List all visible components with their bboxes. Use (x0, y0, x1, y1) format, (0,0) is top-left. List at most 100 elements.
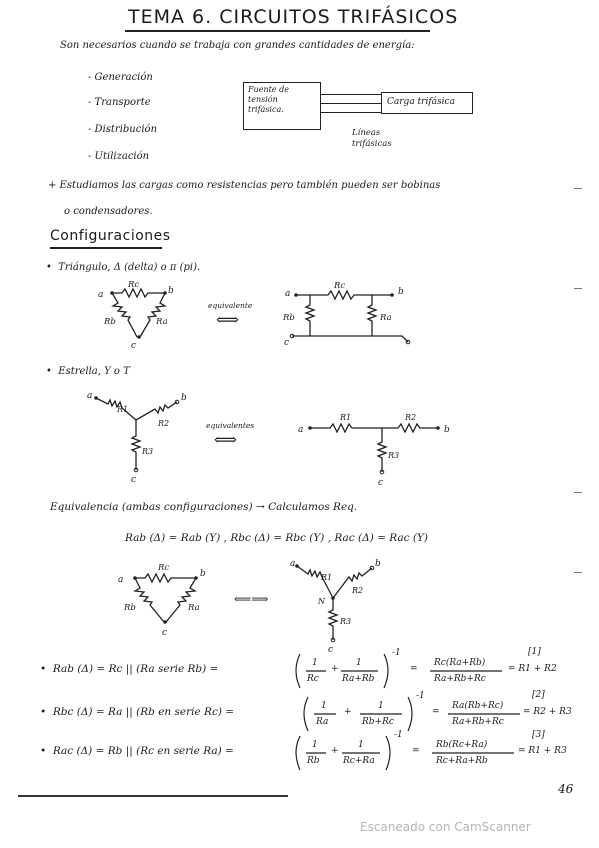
formula-3-eq: = (412, 746, 420, 756)
node-dot (330, 637, 336, 643)
node-dot (379, 469, 385, 475)
node-dot (163, 291, 167, 295)
node-dot (94, 396, 98, 400)
resistor-rb: Rb (103, 317, 116, 327)
equiv-star (296, 565, 373, 640)
equivalent-arrow-2: ⟺ (214, 430, 237, 449)
y-resistor-r3: R3 (141, 447, 153, 456)
formula-1-num: Rc(Ra+Rb) (434, 658, 486, 668)
scan-tick (574, 572, 582, 573)
formula-2-num: Ra(Rb+Rc) (452, 701, 504, 711)
formula-1-t2-den: Ra+Rb (342, 674, 375, 684)
load-box: Carga trifásica (381, 92, 473, 114)
formula-2-rhs: = R2 + R3 (523, 707, 572, 717)
eq-resistor-rb: Rb (123, 603, 136, 613)
note-line-1: + Estudiamos las cargas como resistencia… (48, 180, 441, 191)
pi-node-c: c (284, 338, 289, 348)
use-item: - Distribución (88, 124, 158, 135)
t-node-c: c (378, 478, 383, 488)
formula-1-tag: [1] (528, 647, 541, 657)
eq-node-b: b (200, 569, 206, 579)
formula-1-t1-num: 1 (312, 658, 318, 668)
formula-3-den: Rc+Ra+Rb (436, 756, 488, 766)
node-b: b (168, 286, 174, 296)
resistor-ra: Ra (155, 317, 168, 327)
formula-1-plus: + (331, 664, 339, 674)
equivalence-relations: Rab (Δ) = Rab (Y) , Rbc (Δ) = Rbc (Y) , … (125, 532, 429, 544)
line-wire (321, 103, 381, 105)
star-y (95, 397, 178, 470)
eq-resistor-rc: Rc (157, 563, 169, 573)
node-c: c (131, 341, 136, 351)
equivalence-arrow: ⟸⟹ (234, 592, 268, 606)
formula-3-tag: [3] (532, 730, 545, 740)
line-wire (321, 112, 381, 114)
t-network (310, 422, 438, 472)
node-dot (133, 467, 139, 473)
y-node-c: c (131, 475, 136, 485)
formula-2-t2-num: 1 (378, 701, 384, 711)
node-dot (405, 339, 411, 345)
scan-tick (574, 288, 582, 289)
formula-3-exp: -1 (394, 730, 403, 740)
y-node-a: a (87, 391, 92, 401)
t-resistor-r1: R1 (339, 413, 351, 422)
bullet-dot: • (40, 663, 53, 675)
node-a: a (98, 290, 103, 300)
formula-2-plus: + (344, 707, 352, 717)
bullet-dot: • (46, 262, 59, 273)
eq-y-node-c: c (328, 645, 333, 655)
formula-2-lhs: • Rbc (Δ) = Ra || (Rb en serie Rc) = (40, 706, 235, 718)
section-heading: Configuraciones (50, 228, 171, 244)
eq-y-node-n: N (317, 597, 326, 606)
lines-label: Líneas trifásicas (352, 128, 392, 149)
formula-2-exp: -1 (416, 691, 425, 701)
formula-3-t2-num: 1 (358, 740, 364, 750)
pi-node-a: a (285, 289, 290, 299)
formula-1-lhs: • Rab (Δ) = Rc || (Ra serie Rb) = (40, 663, 219, 675)
formula-1-t1-den: Rc (307, 674, 319, 684)
scanner-watermark: Escaneado con CamScanner (360, 820, 531, 834)
node-dot (369, 565, 375, 571)
bullet-dot: • (46, 366, 59, 377)
pi-network (292, 289, 409, 343)
eq-y-resistor-r1: R1 (320, 573, 332, 582)
formula-2-t1-num: 1 (321, 701, 327, 711)
section-underline (50, 247, 162, 249)
formula-3-rhs: = R1 + R3 (518, 746, 567, 756)
node-dot (110, 291, 114, 295)
node-dot (436, 426, 440, 430)
eq-node-a: a (118, 575, 123, 585)
intro-text: Son necesarios cuando se trabaja con gra… (60, 40, 415, 51)
use-item: - Generación (88, 72, 153, 83)
y-resistor-r2: R2 (157, 419, 169, 428)
node-dot (295, 564, 299, 568)
formula-marks (295, 653, 520, 771)
formula-3-plus: + (331, 746, 339, 756)
title-underline (125, 30, 430, 32)
formula-1-rhs: = R1 + R2 (508, 664, 557, 674)
pi-resistor-rc: Rc (333, 281, 345, 291)
eq-y-resistor-r3: R3 (339, 617, 351, 626)
formula-1-t2-num: 1 (356, 658, 362, 668)
y-resistor-r1: R1 (116, 405, 128, 414)
equivalent-label: equivalente (208, 301, 253, 310)
formula-3-t2-den: Rc+Ra (343, 756, 375, 766)
eq-y-node-a: a (290, 559, 295, 569)
node-dot (194, 576, 198, 580)
eq-node-c: c (162, 628, 167, 638)
scan-tick (574, 188, 582, 189)
equiv-delta (133, 572, 197, 623)
t-node-b: b (444, 425, 450, 435)
equivalent-label-2: equivalentes (206, 421, 254, 430)
pi-resistor-rb: Rb (282, 313, 295, 323)
formula-1-den: Ra+Rb+Rc (434, 674, 486, 684)
eq-resistor-ra: Ra (187, 603, 200, 613)
page-title: TEMA 6. CIRCUITOS TRIFÁSICOS (128, 6, 459, 28)
bullet-dot: • (40, 706, 53, 718)
formula-3-num: Rb(Rc+Ra) (436, 740, 488, 750)
source-box: Fuente de tensión trifásica. (243, 82, 321, 130)
t-node-a: a (298, 425, 303, 435)
